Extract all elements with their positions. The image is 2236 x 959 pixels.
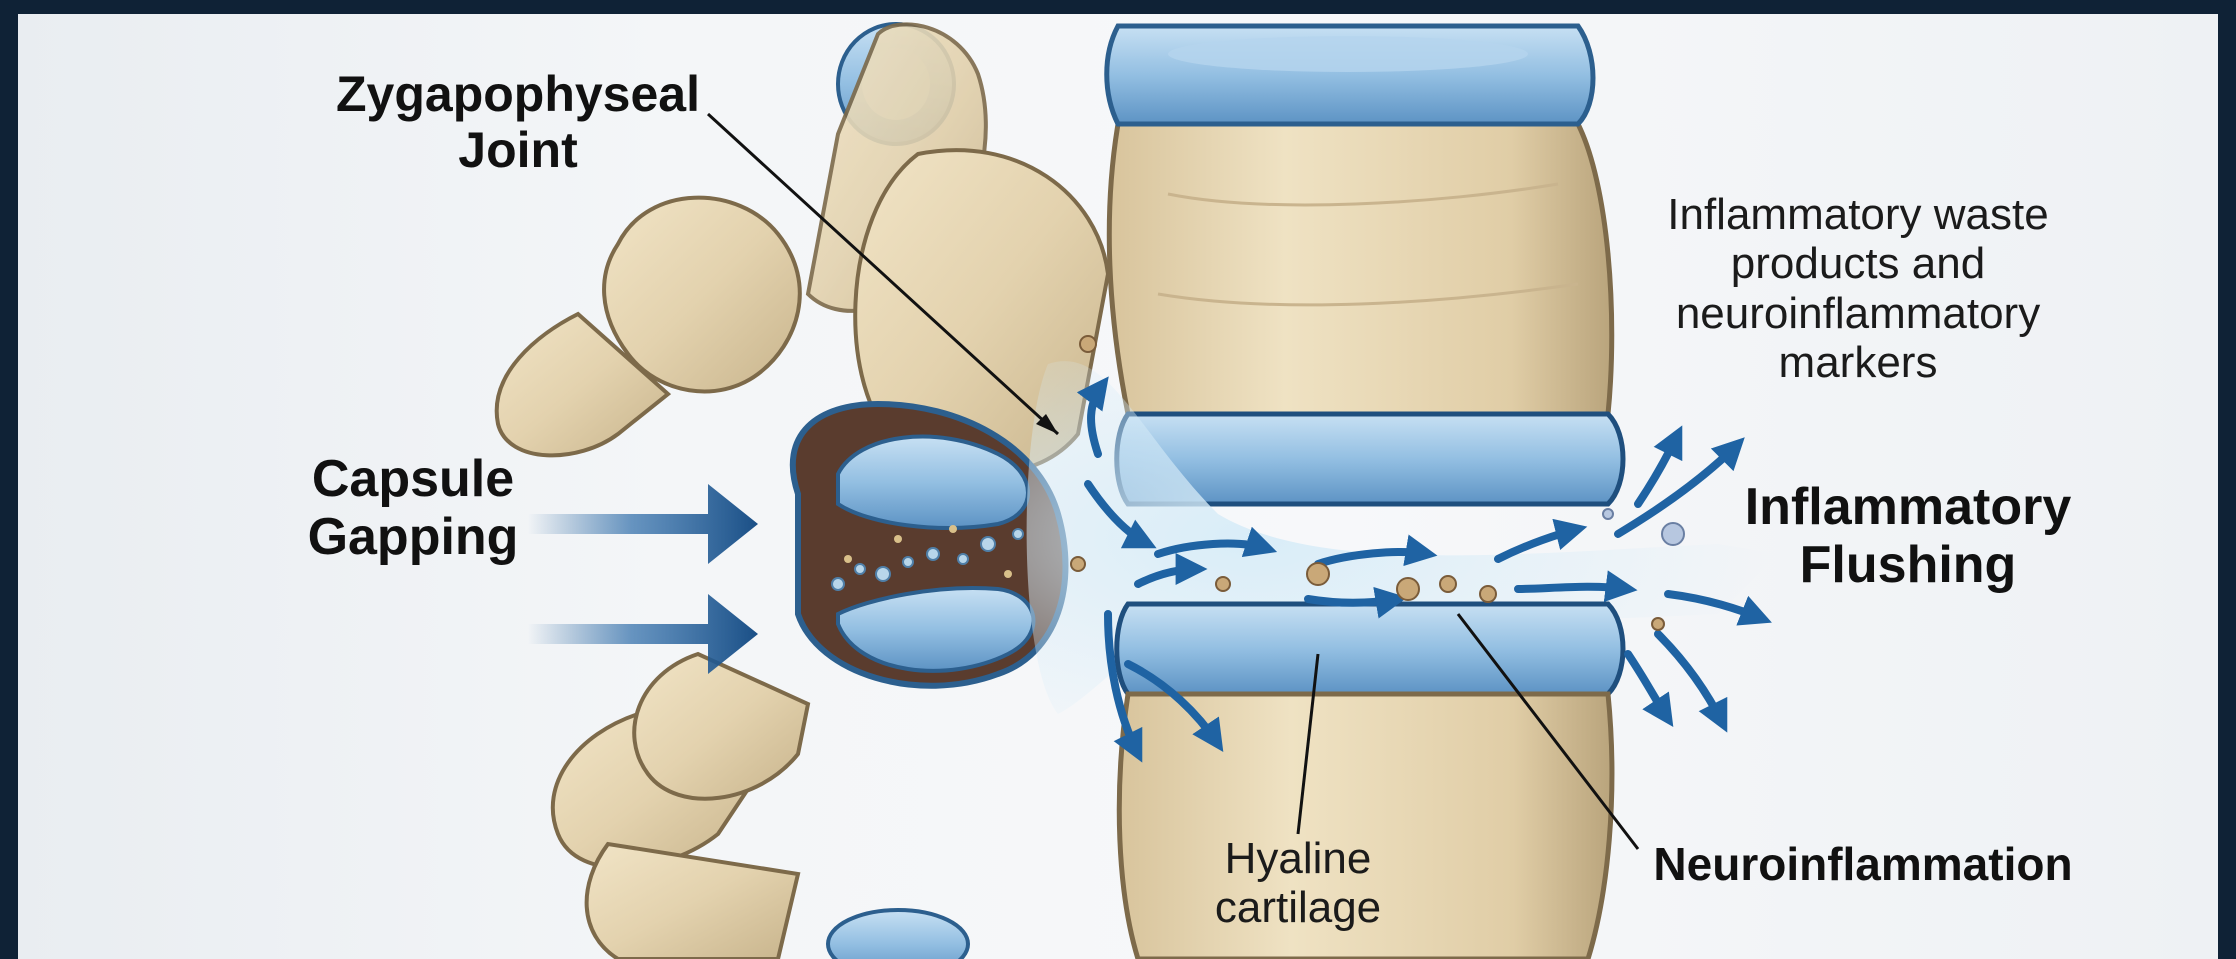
diagram-panel: Zygapophyseal Joint Capsule Gapping Infl… — [18, 14, 2218, 959]
posterior-elements — [497, 198, 808, 959]
inflammatory-waste-label: Inflammatory waste products and neuroinf… — [1638, 190, 2078, 387]
capsule-gapping-label: Capsule Gapping — [273, 450, 553, 566]
neuroinflammation-label: Neuroinflammation — [1628, 839, 2098, 891]
upper-vertebral-body — [1107, 26, 1612, 414]
inferior-facet-cap — [828, 910, 968, 959]
inflammatory-flushing-label: Inflammatory Flushing — [1738, 478, 2078, 594]
hyaline-cartilage-label: Hyaline cartilage — [1168, 834, 1428, 933]
lower-endplate-cartilage — [1117, 604, 1623, 694]
compression-arrow-icon — [528, 484, 758, 674]
zygapophyseal-joint-label: Zygapophyseal Joint — [288, 66, 748, 178]
